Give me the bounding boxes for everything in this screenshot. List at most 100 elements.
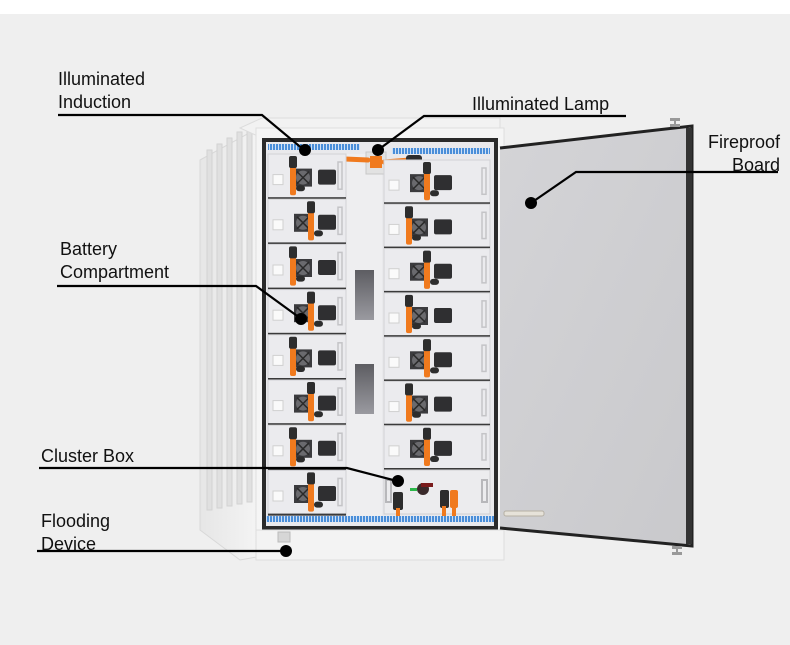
- battery-module: [383, 380, 491, 427]
- bms-unit: [318, 395, 336, 411]
- terminal-block: [388, 401, 400, 413]
- power-connector: [289, 246, 305, 286]
- battery-module: [383, 248, 491, 294]
- power-connector: [405, 383, 421, 422]
- lamp: [370, 156, 382, 168]
- side-rib: [226, 137, 233, 507]
- label-battery-compartment: Battery Compartment: [60, 239, 170, 282]
- side-ribs: [206, 125, 253, 511]
- side-rib: [216, 143, 223, 509]
- callout-dot: [392, 475, 404, 487]
- fan-icon: [410, 395, 428, 414]
- top-vent-strip-right: [392, 148, 490, 154]
- fan-icon: [294, 213, 312, 232]
- battery-module: [267, 424, 347, 471]
- power-connector: [289, 156, 305, 196]
- fan-icon: [294, 485, 312, 503]
- fan-icon: [294, 349, 312, 368]
- callout-dot: [299, 144, 311, 156]
- callout-dot: [280, 545, 292, 557]
- label-cluster-box: Cluster Box: [41, 446, 135, 466]
- bottom-vent-strip: [266, 516, 494, 522]
- terminal-block: [388, 179, 400, 191]
- cluster-box-handle-right: [481, 479, 488, 503]
- terminal-block: [272, 309, 284, 321]
- power-connector: [423, 250, 439, 289]
- cluster-box-connector-2: [440, 490, 449, 508]
- fan-icon: [410, 262, 428, 281]
- power-connector: [307, 291, 323, 331]
- top-vent-strip-left: [268, 144, 360, 150]
- bms-unit: [318, 305, 336, 321]
- terminal-block: [272, 219, 284, 231]
- bms-unit: [434, 308, 452, 323]
- label-illuminated-lamp: Illuminated Lamp: [472, 94, 610, 114]
- terminal-block: [272, 490, 284, 502]
- power-connector: [307, 472, 323, 512]
- bms-unit: [434, 396, 452, 412]
- battery-module: [383, 203, 491, 250]
- battery-module: [267, 379, 347, 426]
- fan-icon: [410, 307, 428, 325]
- cluster-box-handle-left: [385, 479, 392, 503]
- fan-icon: [294, 259, 312, 277]
- callout-illuminated-lamp-line: [372, 114, 626, 156]
- battery-module: [383, 425, 491, 471]
- divider-slot-lower: [355, 364, 374, 414]
- power-connector: [423, 162, 439, 201]
- cabinet-base: [255, 529, 505, 561]
- top-band: [0, 0, 790, 14]
- cluster-box-connector-3: [450, 490, 458, 508]
- bms-unit: [434, 352, 452, 368]
- bms-unit: [434, 440, 452, 456]
- terminal-block: [388, 312, 400, 324]
- fan-icon: [410, 174, 428, 193]
- battery-module: [267, 153, 347, 200]
- cluster-box-connector-1: [393, 492, 403, 510]
- bms-unit: [318, 440, 336, 456]
- battery-module: [267, 334, 347, 381]
- callout-dot: [525, 197, 537, 209]
- fan-icon: [410, 218, 428, 237]
- door-hinge-top: [670, 118, 680, 127]
- terminal-block: [272, 400, 284, 412]
- power-connector: [307, 382, 323, 422]
- bms-unit: [434, 263, 452, 279]
- fan-icon: [294, 168, 312, 187]
- door-handle: [503, 510, 545, 517]
- side-rib: [206, 149, 213, 511]
- bms-unit: [318, 486, 336, 501]
- terminal-block: [272, 354, 284, 366]
- terminal-block: [388, 223, 400, 235]
- bms-unit: [318, 169, 336, 185]
- fan-icon: [410, 439, 428, 458]
- label-illuminated-induction: Illuminated Induction: [58, 69, 146, 112]
- power-connector: [307, 201, 323, 241]
- center-divider: [346, 154, 382, 516]
- bms-unit: [318, 260, 336, 275]
- left-battery-column: [267, 153, 347, 517]
- terminal-block: [388, 445, 400, 457]
- label-fireproof-board: Fireproof Board: [707, 132, 780, 175]
- bms-unit: [434, 219, 452, 235]
- bms-unit: [434, 175, 452, 191]
- callout-illuminated-induction-line: [58, 113, 311, 156]
- fan-icon: [294, 394, 312, 413]
- callout-dot: [372, 144, 384, 156]
- callout-battery-compartment-line: [57, 284, 307, 325]
- terminal-block: [272, 445, 284, 457]
- callout-flooding-device-line: [37, 545, 292, 557]
- bms-unit: [318, 350, 336, 366]
- power-connector: [289, 336, 305, 376]
- terminal-block: [272, 174, 284, 186]
- door-hinge-bottom: [672, 546, 682, 555]
- bms-unit: [318, 214, 336, 230]
- battery-module: [383, 292, 491, 338]
- power-connector: [405, 206, 421, 245]
- divider-slot-upper: [355, 270, 374, 320]
- terminal-block: [272, 264, 284, 276]
- fan-icon: [410, 351, 428, 370]
- battery-module: [267, 198, 347, 245]
